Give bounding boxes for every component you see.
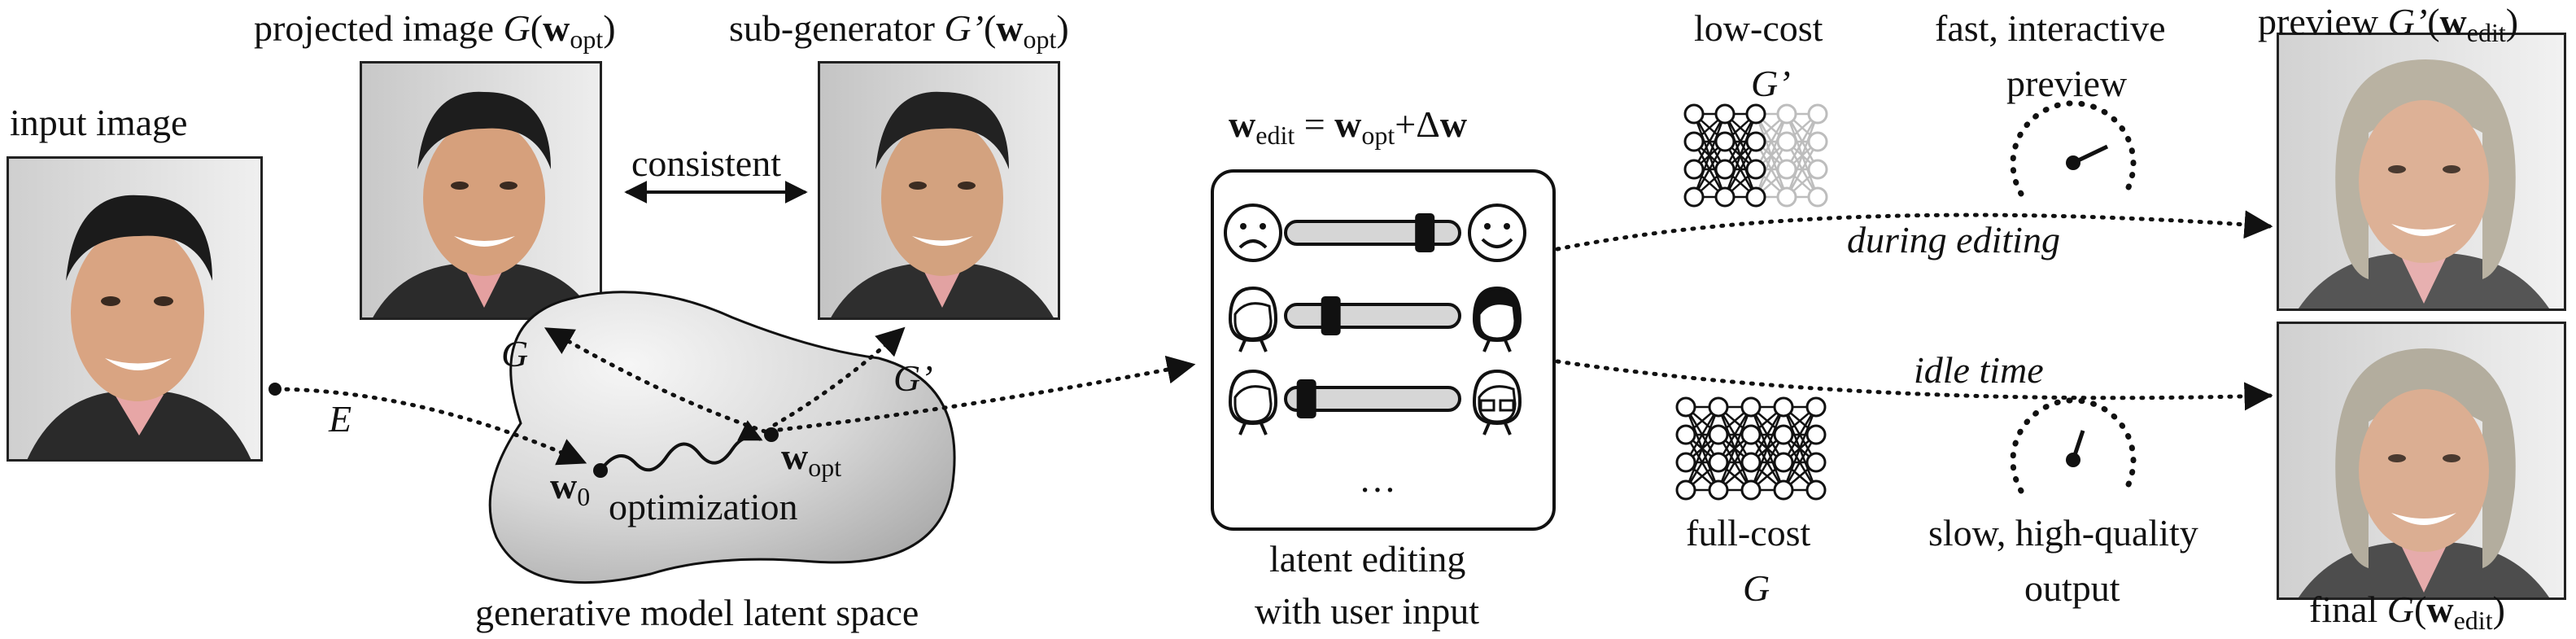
full-cost-text: full-cost xyxy=(1686,512,1811,554)
optimization-path xyxy=(599,420,763,472)
low-cost-g-text: G’ xyxy=(1751,63,1791,104)
idle-time-label: idle time xyxy=(1914,352,2044,389)
g-text: G xyxy=(501,333,529,374)
w0-point xyxy=(593,463,608,478)
sad-face-icon xyxy=(1224,204,1282,262)
dark-hair-icon xyxy=(1472,286,1522,352)
fast-text-1: fast, interactive xyxy=(1935,7,2166,49)
glasses-icon xyxy=(1472,369,1522,435)
sub-generator-image xyxy=(818,61,1060,320)
encoder-label: E xyxy=(329,400,351,438)
input-image-text: input image xyxy=(10,102,188,143)
optimization-label: optimization xyxy=(609,488,798,526)
during-editing-label: during editing xyxy=(1847,221,2060,259)
sub-generator-text: sub-generator xyxy=(729,7,935,49)
projected-image-label: projected image G(wopt) xyxy=(254,7,616,54)
encoder-arrow xyxy=(274,387,587,466)
slow-label-2: output xyxy=(2024,570,2120,607)
during-editing-text: during editing xyxy=(1847,219,2060,260)
full-cost-network-icon xyxy=(1675,396,1827,501)
slider-row xyxy=(1224,204,1526,262)
slider-handle[interactable] xyxy=(1296,379,1316,418)
wopt-label: wopt xyxy=(781,435,842,482)
full-cost-g-text: G xyxy=(1743,567,1770,609)
low-cost-g-label: G’ xyxy=(1751,65,1791,103)
preview-text: preview xyxy=(2258,1,2379,42)
ellipsis-label: … xyxy=(1359,461,1396,498)
final-image xyxy=(2277,322,2566,600)
latent-editing-text-2: with user input xyxy=(1255,590,1479,632)
w0-sub-text: 0 xyxy=(577,482,591,511)
ellipsis-text: … xyxy=(1359,458,1396,500)
slider-track[interactable] xyxy=(1284,303,1461,329)
full-cost-label: full-cost xyxy=(1686,514,1810,552)
consistent-text: consistent xyxy=(631,142,781,184)
fast-gauge-icon xyxy=(2010,100,2137,197)
wopt-sub-text: opt xyxy=(808,453,842,482)
latent-space-label: generative model latent space xyxy=(475,594,919,632)
latent-editing-label-1: latent editing xyxy=(1269,541,1465,578)
full-cost-g-label: G xyxy=(1743,570,1770,607)
latent-editing-text-1: latent editing xyxy=(1269,538,1466,580)
wopt-eq-sub-text: opt xyxy=(1361,120,1395,150)
input-image xyxy=(7,156,263,462)
slider-handle[interactable] xyxy=(1415,213,1435,252)
g-arrow xyxy=(544,326,767,434)
preview-image xyxy=(2277,33,2566,311)
low-cost-network-icon xyxy=(1683,103,1828,208)
slider-track[interactable] xyxy=(1284,386,1461,412)
no-glasses-icon xyxy=(1228,369,1278,435)
slider-row xyxy=(1228,369,1522,435)
gprime-arrow xyxy=(772,326,906,427)
wedit-equation: wedit = wopt+Δw xyxy=(1229,103,1468,150)
wedit-sub-text: edit xyxy=(1255,120,1295,150)
gprime-text: G’ xyxy=(893,357,933,399)
input-image-label: input image xyxy=(10,104,187,142)
encoder-text: E xyxy=(329,398,352,440)
projected-image xyxy=(360,61,602,320)
input-point xyxy=(269,383,282,396)
low-cost-text: low-cost xyxy=(1694,7,1823,49)
preview-label: preview G’(wedit) xyxy=(2258,1,2519,47)
sub-generator-label: sub-generator G’(wopt) xyxy=(729,7,1069,54)
light-hair-icon xyxy=(1228,286,1278,352)
idle-time-text: idle time xyxy=(1914,349,2044,391)
consistent-label: consistent xyxy=(631,145,781,182)
slider-handle[interactable] xyxy=(1321,296,1341,335)
final-text: final xyxy=(2309,589,2378,630)
gprime-label: G’ xyxy=(893,360,933,397)
latent-editing-panel xyxy=(1211,169,1556,531)
wopt-point xyxy=(764,427,779,442)
final-label: final G(wedit) xyxy=(2309,589,2505,635)
low-cost-label: low-cost xyxy=(1694,10,1823,47)
slow-text-2: output xyxy=(2024,567,2120,609)
optimization-text: optimization xyxy=(609,486,798,527)
to-editing-arrow xyxy=(777,355,1196,432)
fast-label-2: preview xyxy=(2006,65,2127,103)
slider-row xyxy=(1228,286,1522,352)
projected-image-text: projected image xyxy=(254,7,495,49)
w0-label: w0 xyxy=(550,465,591,511)
g-label: G xyxy=(501,335,528,373)
fast-label-1: fast, interactive xyxy=(1935,10,2166,47)
happy-face-icon xyxy=(1468,204,1526,262)
latent-space-text: generative model latent space xyxy=(475,592,919,633)
slow-label-1: slow, high-quality xyxy=(1928,514,2198,552)
latent-space-blob xyxy=(488,291,956,584)
slow-text-1: slow, high-quality xyxy=(1928,512,2198,554)
latent-editing-label-2: with user input xyxy=(1255,593,1479,630)
slow-gauge-icon xyxy=(2010,397,2137,494)
fast-text-2: preview xyxy=(2006,63,2128,104)
